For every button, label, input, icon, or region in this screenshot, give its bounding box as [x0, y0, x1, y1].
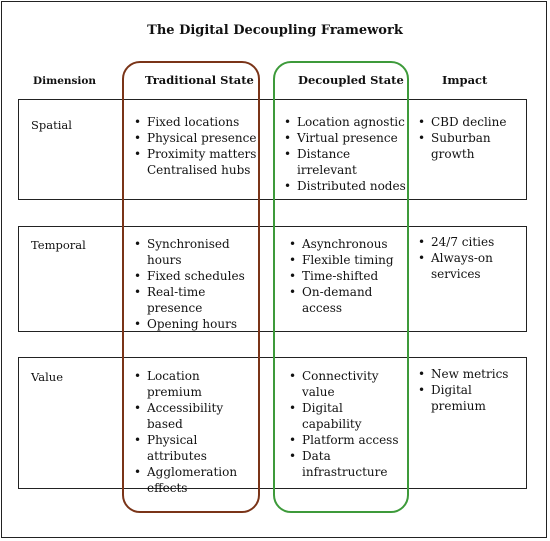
- list-item: Asynchronous: [287, 236, 407, 252]
- diagram-title: The Digital Decoupling Framework: [147, 23, 403, 38]
- list-item: Location agnostic: [282, 114, 407, 130]
- list-item: Accessibility based: [132, 400, 257, 432]
- list-item: Flexible timing: [287, 252, 407, 268]
- list-item: Centralised hubs: [147, 163, 251, 177]
- list-item: Synchronised hours: [132, 236, 257, 268]
- list-item: Distance irrelevant: [282, 146, 407, 178]
- impact-list-temporal: 24/7 cities Always-on services: [416, 234, 521, 282]
- traditional-list-temporal: Synchronised hours Fixed schedules Real-…: [132, 236, 257, 332]
- list-item: Data infrastructure: [287, 448, 405, 480]
- row-label-spatial: Spatial: [31, 118, 72, 132]
- list-item: Always-on services: [416, 250, 521, 282]
- column-header-dimension: Dimension: [33, 75, 97, 87]
- list-item: Platform access: [287, 432, 405, 448]
- list-item: CBD decline: [416, 114, 521, 130]
- list-item: Fixed locations: [132, 114, 257, 130]
- decoupled-list-temporal: Asynchronous Flexible timing Time-shifte…: [287, 236, 407, 316]
- list-item: Digital premium: [416, 382, 521, 414]
- decoupled-state-highlight: [273, 61, 409, 513]
- impact-list-value: New metrics Digital premium: [416, 366, 521, 414]
- list-item: Physical presence: [132, 130, 257, 146]
- traditional-list-spatial: Fixed locations Physical presence Proxim…: [132, 114, 257, 178]
- list-item: Distributed nodes: [282, 178, 407, 194]
- list-item: Connectivity value: [287, 368, 405, 400]
- impact-list-spatial: CBD decline Suburban growth: [416, 114, 521, 162]
- list-item: On-demand access: [287, 284, 407, 316]
- decoupled-list-spatial: Location agnostic Virtual presence Dista…: [282, 114, 407, 194]
- row-label-temporal: Temporal: [31, 238, 86, 252]
- list-item: Time-shifted: [287, 268, 407, 284]
- row-label-value: Value: [31, 370, 63, 384]
- list-item: New metrics: [416, 366, 521, 382]
- list-item: Real-time presence: [132, 284, 257, 316]
- list-item: Physical attributes: [132, 432, 257, 464]
- list-item: Fixed schedules: [132, 268, 257, 284]
- list-item: 24/7 cities: [416, 234, 521, 250]
- column-header-impact: Impact: [442, 73, 488, 87]
- column-header-decoupled: Decoupled State: [298, 73, 404, 87]
- decoupled-list-value: Connectivity value Digital capability Pl…: [287, 368, 405, 480]
- traditional-state-highlight: [122, 61, 260, 513]
- column-header-traditional: Traditional State: [145, 73, 254, 87]
- list-item: Proximity matters: [132, 146, 257, 162]
- traditional-list-value: Location premium Accessibility based Phy…: [132, 368, 257, 496]
- list-item: Location premium: [132, 368, 257, 400]
- list-item: Suburban growth: [416, 130, 521, 162]
- list-item: Virtual presence: [282, 130, 407, 146]
- list-item: Opening hours: [132, 316, 257, 332]
- list-item: Digital capability: [287, 400, 405, 432]
- list-item: Agglomeration effects: [132, 464, 257, 496]
